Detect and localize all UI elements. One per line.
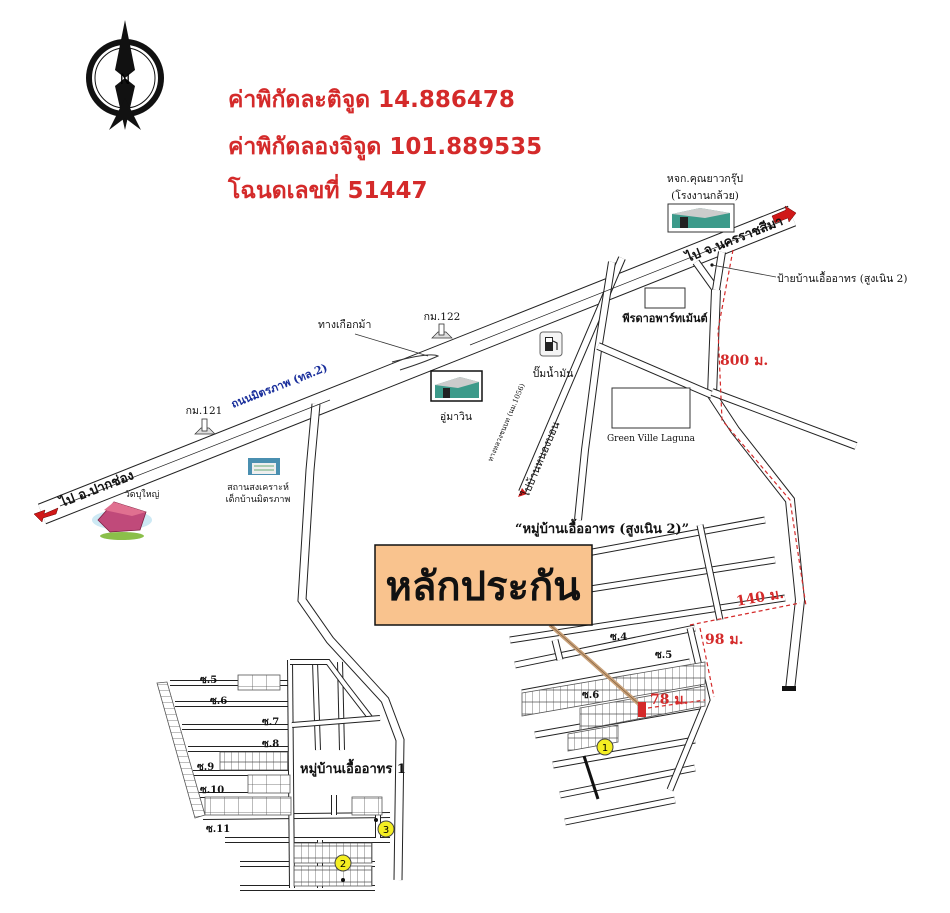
marker-3-label: 3: [383, 825, 389, 836]
highway: [38, 206, 796, 524]
village-sign-label: ป้ายบ้านเอื้ออาทร (สูงเนิน 2): [777, 271, 907, 285]
village1-soi8: ซ.8: [262, 739, 279, 750]
temple-icon: [92, 501, 152, 540]
road-network: [37, 205, 858, 891]
to-nongbon-label: ไปบ้านหนองบอน: [518, 419, 562, 500]
v2-s9: [564, 797, 676, 825]
collateral-plot-marker: [638, 702, 646, 717]
marker-3-dot: [374, 818, 378, 822]
factory-building-icon: [667, 203, 735, 233]
collateral-label: หลักประกัน: [385, 564, 580, 610]
road-south-outline: [297, 403, 405, 881]
village1-soi-labels: ซ.5 ซ.6 ซ.7 ซ.8 ซ.9 ซ.10 ซ.11: [197, 675, 279, 835]
collateral-label-box: [374, 544, 593, 626]
village1-soi9: ซ.9: [197, 762, 214, 773]
village2-boundary-wall: [582, 755, 600, 800]
village1-title: หมู่บ้านเอื้ออาทร 1: [300, 758, 406, 777]
road-cross-1: [596, 343, 714, 398]
v1-c2: [313, 661, 320, 751]
marker-2-label: 2: [340, 859, 346, 870]
marker-1[interactable]: 1: [596, 738, 614, 756]
marker-3[interactable]: 3: [377, 820, 395, 838]
road-south: [298, 403, 404, 881]
uturn-label: ทางเกือกม้า: [318, 318, 371, 331]
apartment-label: พีรดาอพาร์ทเม้นต์: [622, 312, 707, 325]
road-side: [575, 261, 615, 521]
v1-c4: [291, 716, 381, 727]
arrow-to-nongbon-icon: [518, 488, 527, 497]
orphanage-building-icon: [248, 458, 280, 475]
factory-name: หจก.คุณยาวกรุ๊ป: [667, 172, 743, 185]
road-fork-b: [713, 251, 725, 291]
village1-soi7: ซ.7: [262, 717, 279, 728]
v2-s4: [514, 625, 696, 668]
distance-800m: 800 ม.: [720, 353, 768, 369]
village2-soi5: ซ.5: [655, 650, 672, 661]
greenville-label: Green Ville Laguna: [607, 434, 696, 444]
rural-road-label: ทางหลวงชนบท (นม.1056): [486, 382, 526, 463]
longitude-text: ค่าพิกัดลองจิจูด 101.889535: [228, 134, 542, 161]
v2-c2: [667, 627, 710, 791]
km-post-121-icon: [194, 418, 216, 435]
km-post-122-icon: [431, 323, 453, 339]
v2-s3: [509, 595, 786, 643]
arrow-to-korat-icon: [771, 205, 797, 224]
gas-pump-icon: [539, 331, 563, 357]
km122-label: กม.122: [424, 311, 461, 323]
village1-soi5: ซ.5: [200, 675, 217, 686]
deed-number-text: โฉนดเลขที่ 51447: [227, 173, 428, 204]
distance-98m: 98 ม.: [705, 632, 743, 648]
uturn-road: [391, 354, 440, 371]
v2-c3: [552, 639, 563, 661]
distance-78m: 78 ม.: [650, 692, 688, 708]
north-compass-icon: N: [86, 20, 164, 130]
orphanage-label-1: สถานสงเคราะห์: [227, 481, 289, 493]
v2-s8: [559, 765, 696, 798]
uturn-pointer: [354, 333, 429, 357]
km121-label: กม.121: [186, 405, 223, 417]
north-letter: N: [120, 72, 130, 88]
village2-soi6: ซ.6: [582, 690, 599, 701]
village2-soi4: ซ.4: [610, 632, 627, 643]
v2-s5: [521, 659, 691, 696]
road-end-cap: [782, 686, 796, 691]
distance-indicators: [647, 249, 807, 709]
distance-140m: 140 ม.: [735, 586, 785, 610]
marker-2-dot: [341, 878, 345, 882]
marker-2[interactable]: 2: [334, 854, 352, 872]
garage-label: อู่มาวิน: [440, 411, 472, 423]
greenville-building: [611, 387, 691, 429]
gas-station-label: ปั๊มน้ำมัน: [533, 365, 574, 380]
road-cross-2: [710, 389, 858, 449]
latitude-text: ค่าพิกัดละติจูด 14.886478: [228, 87, 515, 114]
village1-soi6: ซ.6: [210, 696, 227, 707]
temple-label: วัดบุใหญ่: [125, 489, 160, 500]
village1-lots: [156, 674, 383, 887]
garage-building-icon: [430, 370, 483, 402]
v2-c1: [697, 524, 723, 621]
v1-top: [290, 660, 374, 722]
orphanage-label-2: เด็กบ้านมิตรภาพ: [226, 492, 291, 505]
v2-s1: [559, 517, 766, 561]
highway-median: [59, 221, 781, 507]
village1-soi11: ซ.11: [206, 824, 230, 835]
road-fork-a: [693, 260, 719, 292]
v1-c1: [288, 659, 294, 889]
road-east: [707, 289, 805, 691]
arrow-to-pakchong-icon: [33, 507, 59, 523]
village2-title: “หมู่บ้านเอื้ออาทร (สูงเนิน 2)”: [515, 518, 689, 537]
v2-s7: [552, 737, 696, 768]
village1-soi10: ซ.10: [200, 785, 224, 796]
factory-subtitle: (โรงงานกล้วย): [671, 189, 739, 202]
collateral-pointer-edge: [549, 624, 641, 706]
marker-1-label: 1: [602, 743, 608, 754]
apartment-building: [644, 287, 686, 309]
sign-pointer: [711, 264, 777, 278]
